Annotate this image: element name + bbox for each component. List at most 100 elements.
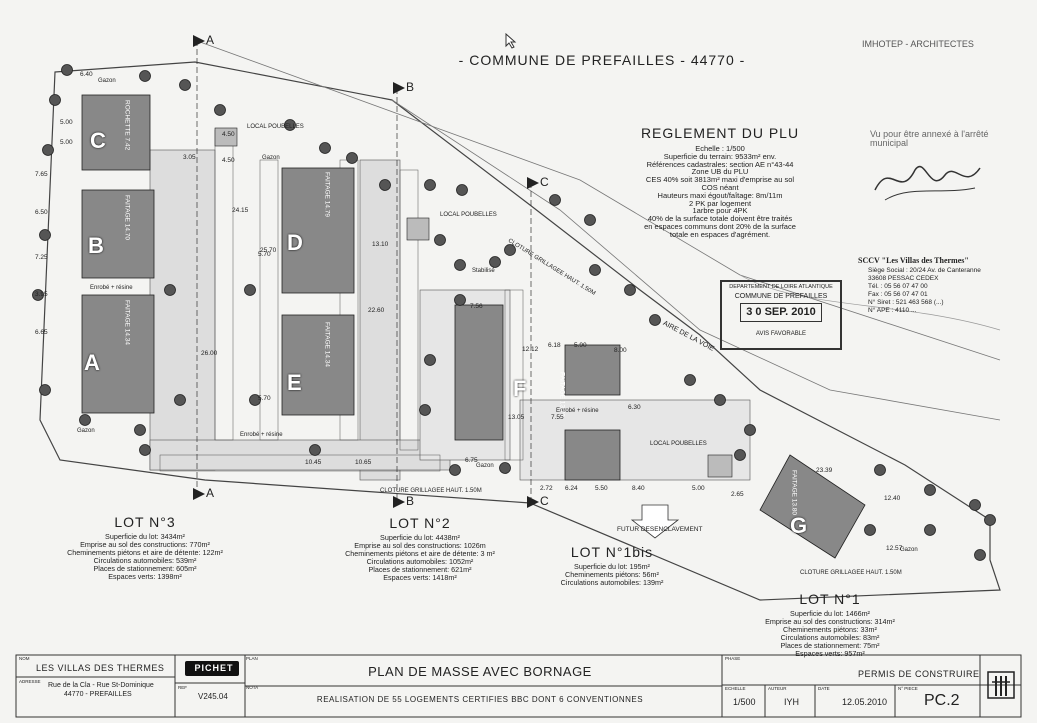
date-value: 12.05.2010 bbox=[842, 697, 888, 707]
building-elevation: FAITAGE 14.34 bbox=[323, 322, 331, 368]
internal-road bbox=[149, 149, 216, 471]
road-curve bbox=[739, 274, 1001, 331]
building-a bbox=[81, 294, 155, 414]
future-access-label: FUTUR DESENCLAVEMENT bbox=[617, 526, 703, 533]
echelle-value: 1/500 bbox=[733, 697, 756, 707]
fence-label-lot1: CLOTURE GRILLAGEE HAUT. 1.50M bbox=[800, 570, 902, 576]
dimension-label: 5.70 bbox=[258, 395, 271, 402]
reglement-line: totale en espaces d'agrément. bbox=[669, 229, 771, 239]
tree-icon bbox=[969, 499, 981, 511]
lot-line: Superficie du lot: 1466m² bbox=[790, 609, 870, 618]
internal-road bbox=[359, 159, 401, 481]
lot-line: Espaces verts: 1418m² bbox=[383, 573, 457, 582]
lot-line: Superficie du lot: 195m² bbox=[574, 562, 650, 571]
paving-label: Enrobé + résine bbox=[90, 285, 133, 291]
lot-line: Cheminements piétons et aire de détente:… bbox=[345, 549, 495, 558]
dimension-label: 6.40 bbox=[80, 71, 93, 78]
tree-icon bbox=[456, 184, 468, 196]
lot-line: Emprise au sol des constructions: 1026m bbox=[354, 541, 486, 550]
ref-label: REF bbox=[178, 685, 187, 690]
building-letter: B bbox=[88, 233, 104, 258]
tree-icon bbox=[346, 152, 358, 164]
tree-icon bbox=[624, 284, 636, 296]
tree-icon bbox=[164, 284, 176, 296]
tree-icon bbox=[584, 214, 596, 226]
tree-icon bbox=[874, 464, 886, 476]
dimension-label: 26.00 bbox=[201, 350, 218, 357]
nom-label: NOM bbox=[19, 656, 30, 661]
lot-line: Emprise au sol des constructions: 770m² bbox=[80, 540, 210, 549]
building-b bbox=[81, 189, 155, 279]
lot-line: Circulations automobiles: 83m² bbox=[780, 633, 880, 642]
building-elevation: FAITAGE 13.79 bbox=[558, 372, 566, 418]
reglement-line: Superficie du terrain: 9533m² env. bbox=[663, 151, 777, 161]
reglement-line: 40% de la surface totale doivent être tr… bbox=[647, 214, 793, 224]
tree-icon bbox=[79, 414, 91, 426]
building-elevation: ROCHETTE 7.42 bbox=[123, 100, 131, 151]
section-label-a-top: A bbox=[206, 33, 215, 47]
reglement-line: Zone UB du PLU bbox=[691, 167, 749, 177]
dimension-label: 8.00 bbox=[614, 347, 627, 354]
building-letter: E bbox=[287, 370, 302, 395]
tree-icon bbox=[734, 449, 746, 461]
client-line: N° APE : 4110 ... bbox=[868, 307, 917, 314]
tree-icon bbox=[379, 179, 391, 191]
trees bbox=[32, 64, 996, 561]
dimension-label: 13.05 bbox=[508, 414, 525, 421]
bin-store-label-3: LOCAL POUBELLES bbox=[650, 441, 707, 447]
building-letter: G bbox=[790, 513, 808, 538]
building-f2 bbox=[564, 344, 621, 396]
dimension-label: 4.50 bbox=[222, 131, 235, 138]
stamp-date: 3 0 SEP. 2010 bbox=[746, 306, 816, 318]
plan-title: PLAN DE MASSE AVEC BORNAGE bbox=[368, 664, 592, 679]
dimension-label: 8.40 bbox=[632, 485, 645, 492]
dimension-label: 24.15 bbox=[232, 207, 249, 214]
tree-icon bbox=[649, 314, 661, 326]
stamp-avis: AVIS FAVORABLE bbox=[755, 331, 807, 337]
lot-title: LOT N°3 bbox=[114, 514, 176, 530]
dimension-label: 6.24 bbox=[565, 485, 578, 492]
lot-line: Circulations automobiles: 139m² bbox=[560, 578, 664, 587]
reglement-line: CES 40% soit 3813m² maxi d'emprise au so… bbox=[645, 175, 795, 185]
visa-text: Vu pour être annexé à l'arrêté municipal bbox=[870, 129, 989, 148]
buildings bbox=[81, 94, 866, 559]
lot-line: Cheminements piétons: 33m² bbox=[783, 625, 877, 634]
client-line: Fax : 05 56 07 47 01 bbox=[868, 291, 928, 298]
tree-icon bbox=[139, 70, 151, 82]
section-lines bbox=[196, 40, 532, 505]
client-line: Siège Social : 20/24 Av. de Canteranne bbox=[868, 267, 981, 274]
section-label-b-top: B bbox=[406, 80, 415, 94]
section-label-a-bottom: A bbox=[206, 486, 215, 500]
dimension-label: 5.70 bbox=[258, 251, 271, 258]
adresse-label: ADRESSE bbox=[19, 679, 41, 684]
lot-title: LOT N°1 bbox=[799, 591, 861, 607]
tree-icon bbox=[684, 374, 696, 386]
building-f3 bbox=[564, 429, 621, 481]
tree-icon bbox=[244, 284, 256, 296]
architect-logo-icon bbox=[987, 671, 1015, 699]
tree-icon bbox=[32, 289, 44, 301]
tree-icon bbox=[454, 294, 466, 306]
client-line: N° Siret : 521 463 568 (...) bbox=[868, 299, 944, 306]
tree-icon bbox=[714, 394, 726, 406]
project-name: LES VILLAS DES THERMES bbox=[36, 663, 165, 673]
dimension-label: 12.40 bbox=[884, 495, 901, 502]
architect-stamp: IMHOTEP - ARCHITECTES bbox=[862, 39, 974, 49]
pen-cursor-icon bbox=[505, 33, 517, 49]
dimension-label: 5.00 bbox=[60, 119, 73, 126]
building-letter: D bbox=[287, 230, 303, 255]
piece-value: PC.2 bbox=[924, 692, 960, 709]
dimension-label: 10.65 bbox=[355, 459, 372, 466]
tree-icon bbox=[134, 424, 146, 436]
client-line: Tél. : 05 56 07 47 00 bbox=[868, 283, 928, 290]
lawn-label: Gazon bbox=[262, 155, 280, 161]
road-edge-south bbox=[391, 99, 1001, 421]
stamp-department: DEPARTEMENT DE LOIRE ATLANTIQUE bbox=[729, 284, 833, 290]
phase-value: PERMIS DE CONSTRUIRE bbox=[858, 669, 980, 679]
dimension-label: 4.50 bbox=[222, 157, 235, 164]
dimension-label: 7.25 bbox=[35, 254, 48, 261]
title-block-lines bbox=[15, 654, 1022, 718]
dimension-label: 6.75 bbox=[465, 457, 478, 464]
dimension-label: 7.65 bbox=[35, 171, 48, 178]
client-name: SCCV "Les Villas des Thermes" bbox=[858, 256, 969, 265]
